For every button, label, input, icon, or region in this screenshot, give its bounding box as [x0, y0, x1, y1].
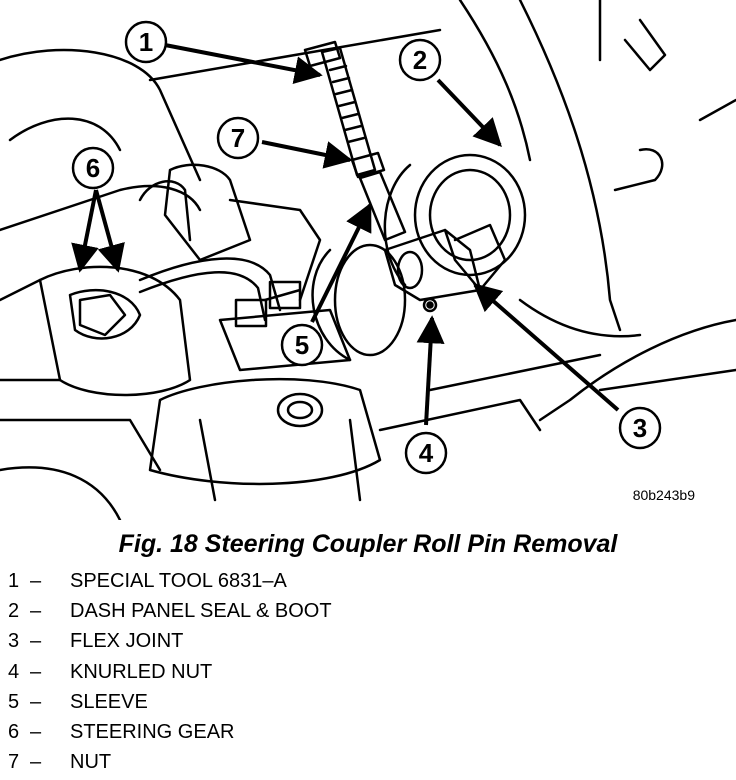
- steering-coupler-illustration: 1 2 3 4 5 6 7 80b243b9: [0, 0, 736, 520]
- leader-arrow-3: [472, 283, 620, 412]
- legend-dash: –: [30, 751, 42, 774]
- legend-number: 4: [8, 660, 20, 683]
- legend-list: 1–SPECIAL TOOL 6831–A 2–DASH PANEL SEAL …: [8, 566, 332, 777]
- legend-label: KNURLED NUT: [70, 660, 213, 683]
- figure-reference-code: 80b243b9: [633, 487, 696, 503]
- legend-item-3: 3– FLEX JOINT: [8, 626, 332, 656]
- legend-label: SPECIAL TOOL 6831–A: [70, 570, 287, 592]
- legend-item-6: 6– STEERING GEAR: [8, 717, 332, 747]
- legend-label: STEERING GEAR: [70, 720, 235, 743]
- callout-circles: 1 2 3 4 5 6 7: [71, 20, 662, 475]
- leader-arrow-7: [261, 140, 353, 169]
- figure-caption: Fig. 18 Steering Coupler Roll Pin Remova…: [118, 530, 618, 558]
- leader-arrows: [71, 43, 620, 426]
- legend-label: DASH PANEL SEAL & BOOT: [70, 600, 332, 623]
- legend-item-1: 1– SPECIAL TOOL 6831–A: [8, 566, 332, 596]
- callout-4: 4: [404, 431, 448, 475]
- legend-dash: –: [30, 570, 42, 592]
- callout-1: 1: [124, 20, 168, 64]
- legend-item-7: 7– NUT: [8, 747, 332, 777]
- legend-number: 5: [8, 690, 20, 713]
- legend-item-5: 5– SLEEVE: [8, 687, 332, 717]
- svg-text:6: 6: [86, 153, 100, 183]
- callout-2: 2: [398, 38, 442, 82]
- svg-text:3: 3: [633, 413, 647, 443]
- legend-item-4: 4– KNURLED NUT: [8, 657, 332, 687]
- legend-number: 2: [8, 600, 20, 623]
- svg-text:4: 4: [419, 438, 434, 468]
- legend-dash: –: [30, 720, 42, 743]
- leader-arrow-2: [436, 78, 502, 148]
- leader-arrow-5: [310, 202, 372, 323]
- legend-dash: –: [30, 630, 42, 653]
- callout-3: 3: [618, 406, 662, 450]
- leader-arrow-6b: [94, 189, 125, 273]
- callout-6: 6: [71, 146, 115, 190]
- svg-text:7: 7: [231, 123, 245, 153]
- legend-label: NUT: [70, 751, 112, 774]
- legend-dash: –: [30, 660, 42, 683]
- callout-5: 5: [280, 323, 324, 367]
- leader-arrow-6a: [71, 189, 99, 273]
- legend-number: 3: [8, 630, 20, 653]
- legend-label: FLEX JOINT: [70, 630, 184, 653]
- legend-dash: –: [30, 690, 42, 713]
- leader-arrow-4: [416, 315, 445, 426]
- svg-text:2: 2: [413, 45, 427, 75]
- svg-text:5: 5: [295, 330, 309, 360]
- callout-7: 7: [216, 116, 260, 160]
- legend-number: 7: [8, 751, 20, 774]
- legend-item-2: 2– DASH PANEL SEAL & BOOT: [8, 596, 332, 626]
- leader-arrow-1: [164, 43, 323, 84]
- svg-text:1: 1: [139, 27, 153, 57]
- legend-dash: –: [30, 600, 42, 623]
- legend-number: 1: [8, 570, 20, 592]
- legend-number: 6: [8, 720, 20, 743]
- legend-label: SLEEVE: [70, 690, 148, 713]
